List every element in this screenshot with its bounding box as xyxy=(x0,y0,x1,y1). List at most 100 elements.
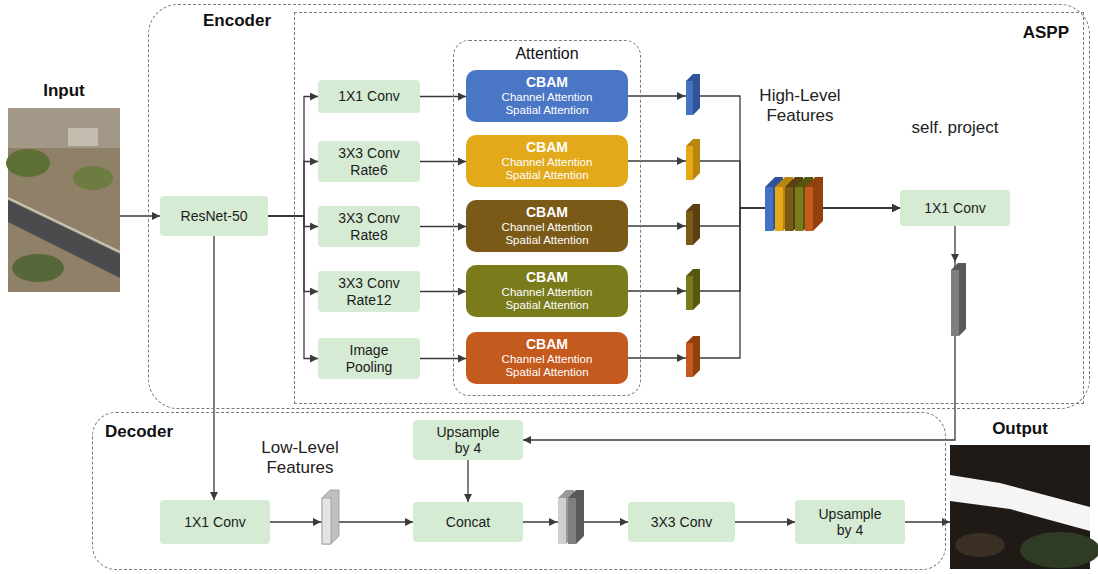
feature-stack xyxy=(785,187,793,231)
arrow-head xyxy=(677,354,685,362)
attention-part: Spatial Attention xyxy=(505,104,588,118)
attention-part: Spatial Attention xyxy=(505,234,588,248)
flow-arrow xyxy=(628,208,900,291)
feature-stack xyxy=(765,187,773,231)
arrow-head xyxy=(677,157,685,165)
input-photo xyxy=(6,108,120,292)
box-label: 1X1 Conv xyxy=(184,514,245,530)
flow-arrow xyxy=(270,521,413,522)
module-name: CBAM xyxy=(526,74,568,91)
flow-arrow xyxy=(467,460,468,502)
attention-part: Spatial Attention xyxy=(505,366,588,380)
upsample-box: Upsample by 4 xyxy=(795,500,905,544)
arrow-head xyxy=(951,254,959,262)
attention-part: Channel Attention xyxy=(502,91,593,105)
attention-part: Channel Attention xyxy=(502,286,593,300)
box-label: 3X3 Conv xyxy=(651,514,712,530)
region-title: Encoder xyxy=(203,11,271,31)
box-label: 1X1 Conv xyxy=(338,88,399,104)
flow-arrow xyxy=(268,162,318,217)
flow-arrow xyxy=(420,358,466,359)
cbam-box: CBAMChannel AttentionSpatial Attention xyxy=(466,70,628,122)
feature-map xyxy=(568,498,576,544)
attention-part: Channel Attention xyxy=(502,221,593,235)
photo-tree xyxy=(73,166,113,190)
feature-map xyxy=(686,204,700,245)
box-label: 3X3 Conv Rate12 xyxy=(331,275,407,307)
arrow-head xyxy=(313,518,321,526)
photo-roof xyxy=(8,108,120,148)
box-label: Upsample by 4 xyxy=(430,424,506,456)
mask-ground-patch xyxy=(955,533,1005,557)
region-title: ASPP xyxy=(1023,23,1069,43)
attention-part: Spatial Attention xyxy=(505,169,588,183)
attention-part: Spatial Attention xyxy=(505,299,588,313)
photo-ground xyxy=(8,108,120,292)
flow-arrow xyxy=(420,96,466,97)
feature-map xyxy=(558,498,566,544)
feature-map xyxy=(686,336,700,377)
arrow-head xyxy=(549,518,557,526)
feature-map xyxy=(686,81,693,115)
flow-arrow xyxy=(268,216,318,292)
feature-stack xyxy=(775,187,783,231)
photo-tree xyxy=(6,149,50,177)
conv-box: 3X3 Conv xyxy=(628,502,735,542)
feature-stack xyxy=(805,177,823,231)
flow-arrow xyxy=(628,161,900,208)
aspp-region: ASPP 1X1 Conv 3X3 Conv Rate6 3X3 Conv Rate8… xyxy=(294,12,1084,404)
flow-arrow xyxy=(628,208,900,358)
box-label: 3X3 Conv Rate6 xyxy=(331,145,407,177)
output-image: Output xyxy=(950,445,1090,569)
attention-part: Channel Attention xyxy=(502,353,593,367)
feature-stack xyxy=(805,187,813,231)
feature-map xyxy=(686,146,693,180)
output-mask xyxy=(950,445,1098,569)
box-label: Image Pooling xyxy=(331,342,407,374)
conv-box: 1X1 Conv xyxy=(160,500,270,544)
flow-arrow xyxy=(120,215,160,216)
photo-road-edge xyxy=(8,198,120,252)
feature-map xyxy=(686,211,693,245)
feature-map xyxy=(686,276,693,310)
pooling-box: Image Pooling xyxy=(318,338,420,379)
box-label: ResNet-50 xyxy=(181,208,248,224)
photo-tree xyxy=(12,254,64,282)
region-title: Attention xyxy=(454,44,640,63)
feature-map xyxy=(686,343,693,377)
encoder-region: EncoderResNet-50 ASPP 1X1 Conv 3X3 Conv Rat… xyxy=(148,4,1090,409)
flow-arrow xyxy=(420,226,466,227)
flow-arrow xyxy=(420,291,466,292)
cbam-box: CBAMChannel AttentionSpatial Attention xyxy=(466,200,628,252)
flow-arrow xyxy=(268,97,318,217)
cbam-box: CBAMChannel AttentionSpatial Attention xyxy=(466,332,628,384)
module-name: CBAM xyxy=(526,204,568,221)
flow-arrow xyxy=(268,216,318,359)
box-label: 1X1 Conv xyxy=(924,200,985,216)
region-title: Output xyxy=(950,419,1090,439)
feature-label: Low-Level Features xyxy=(245,438,355,479)
flow-arrow xyxy=(735,521,795,522)
flow-arrow xyxy=(628,96,900,208)
cbam-box: CBAMChannel AttentionSpatial Attention xyxy=(466,135,628,187)
feature-map xyxy=(951,263,966,336)
feature-map xyxy=(686,269,700,310)
flow-arrow xyxy=(420,161,466,162)
flow-arrow xyxy=(905,521,950,522)
flow-arrow xyxy=(213,236,214,500)
box-label: 3X3 Conv Rate8 xyxy=(331,210,407,242)
step-label: self. project xyxy=(895,118,1015,138)
mask-tree xyxy=(1020,532,1098,568)
conv-box: 3X3 Conv Rate12 xyxy=(318,271,420,312)
input-image: Input xyxy=(8,108,120,292)
box-label: Upsample by 4 xyxy=(812,506,888,538)
flow-arrow xyxy=(268,216,318,227)
feature-map xyxy=(322,498,331,544)
backbone-box: ResNet-50 xyxy=(160,196,268,236)
feature-map xyxy=(686,139,700,180)
conv-box: 1X1 Conv xyxy=(900,190,1010,226)
feature-label: High-Level Features xyxy=(745,86,855,127)
decoder-region: Decoder1X1 ConvUpsample by 4Concat3X3 Co… xyxy=(92,412,946,570)
attention-region: AttentionCBAMChannel AttentionSpatial At… xyxy=(453,40,641,396)
arrow-head xyxy=(677,222,685,230)
